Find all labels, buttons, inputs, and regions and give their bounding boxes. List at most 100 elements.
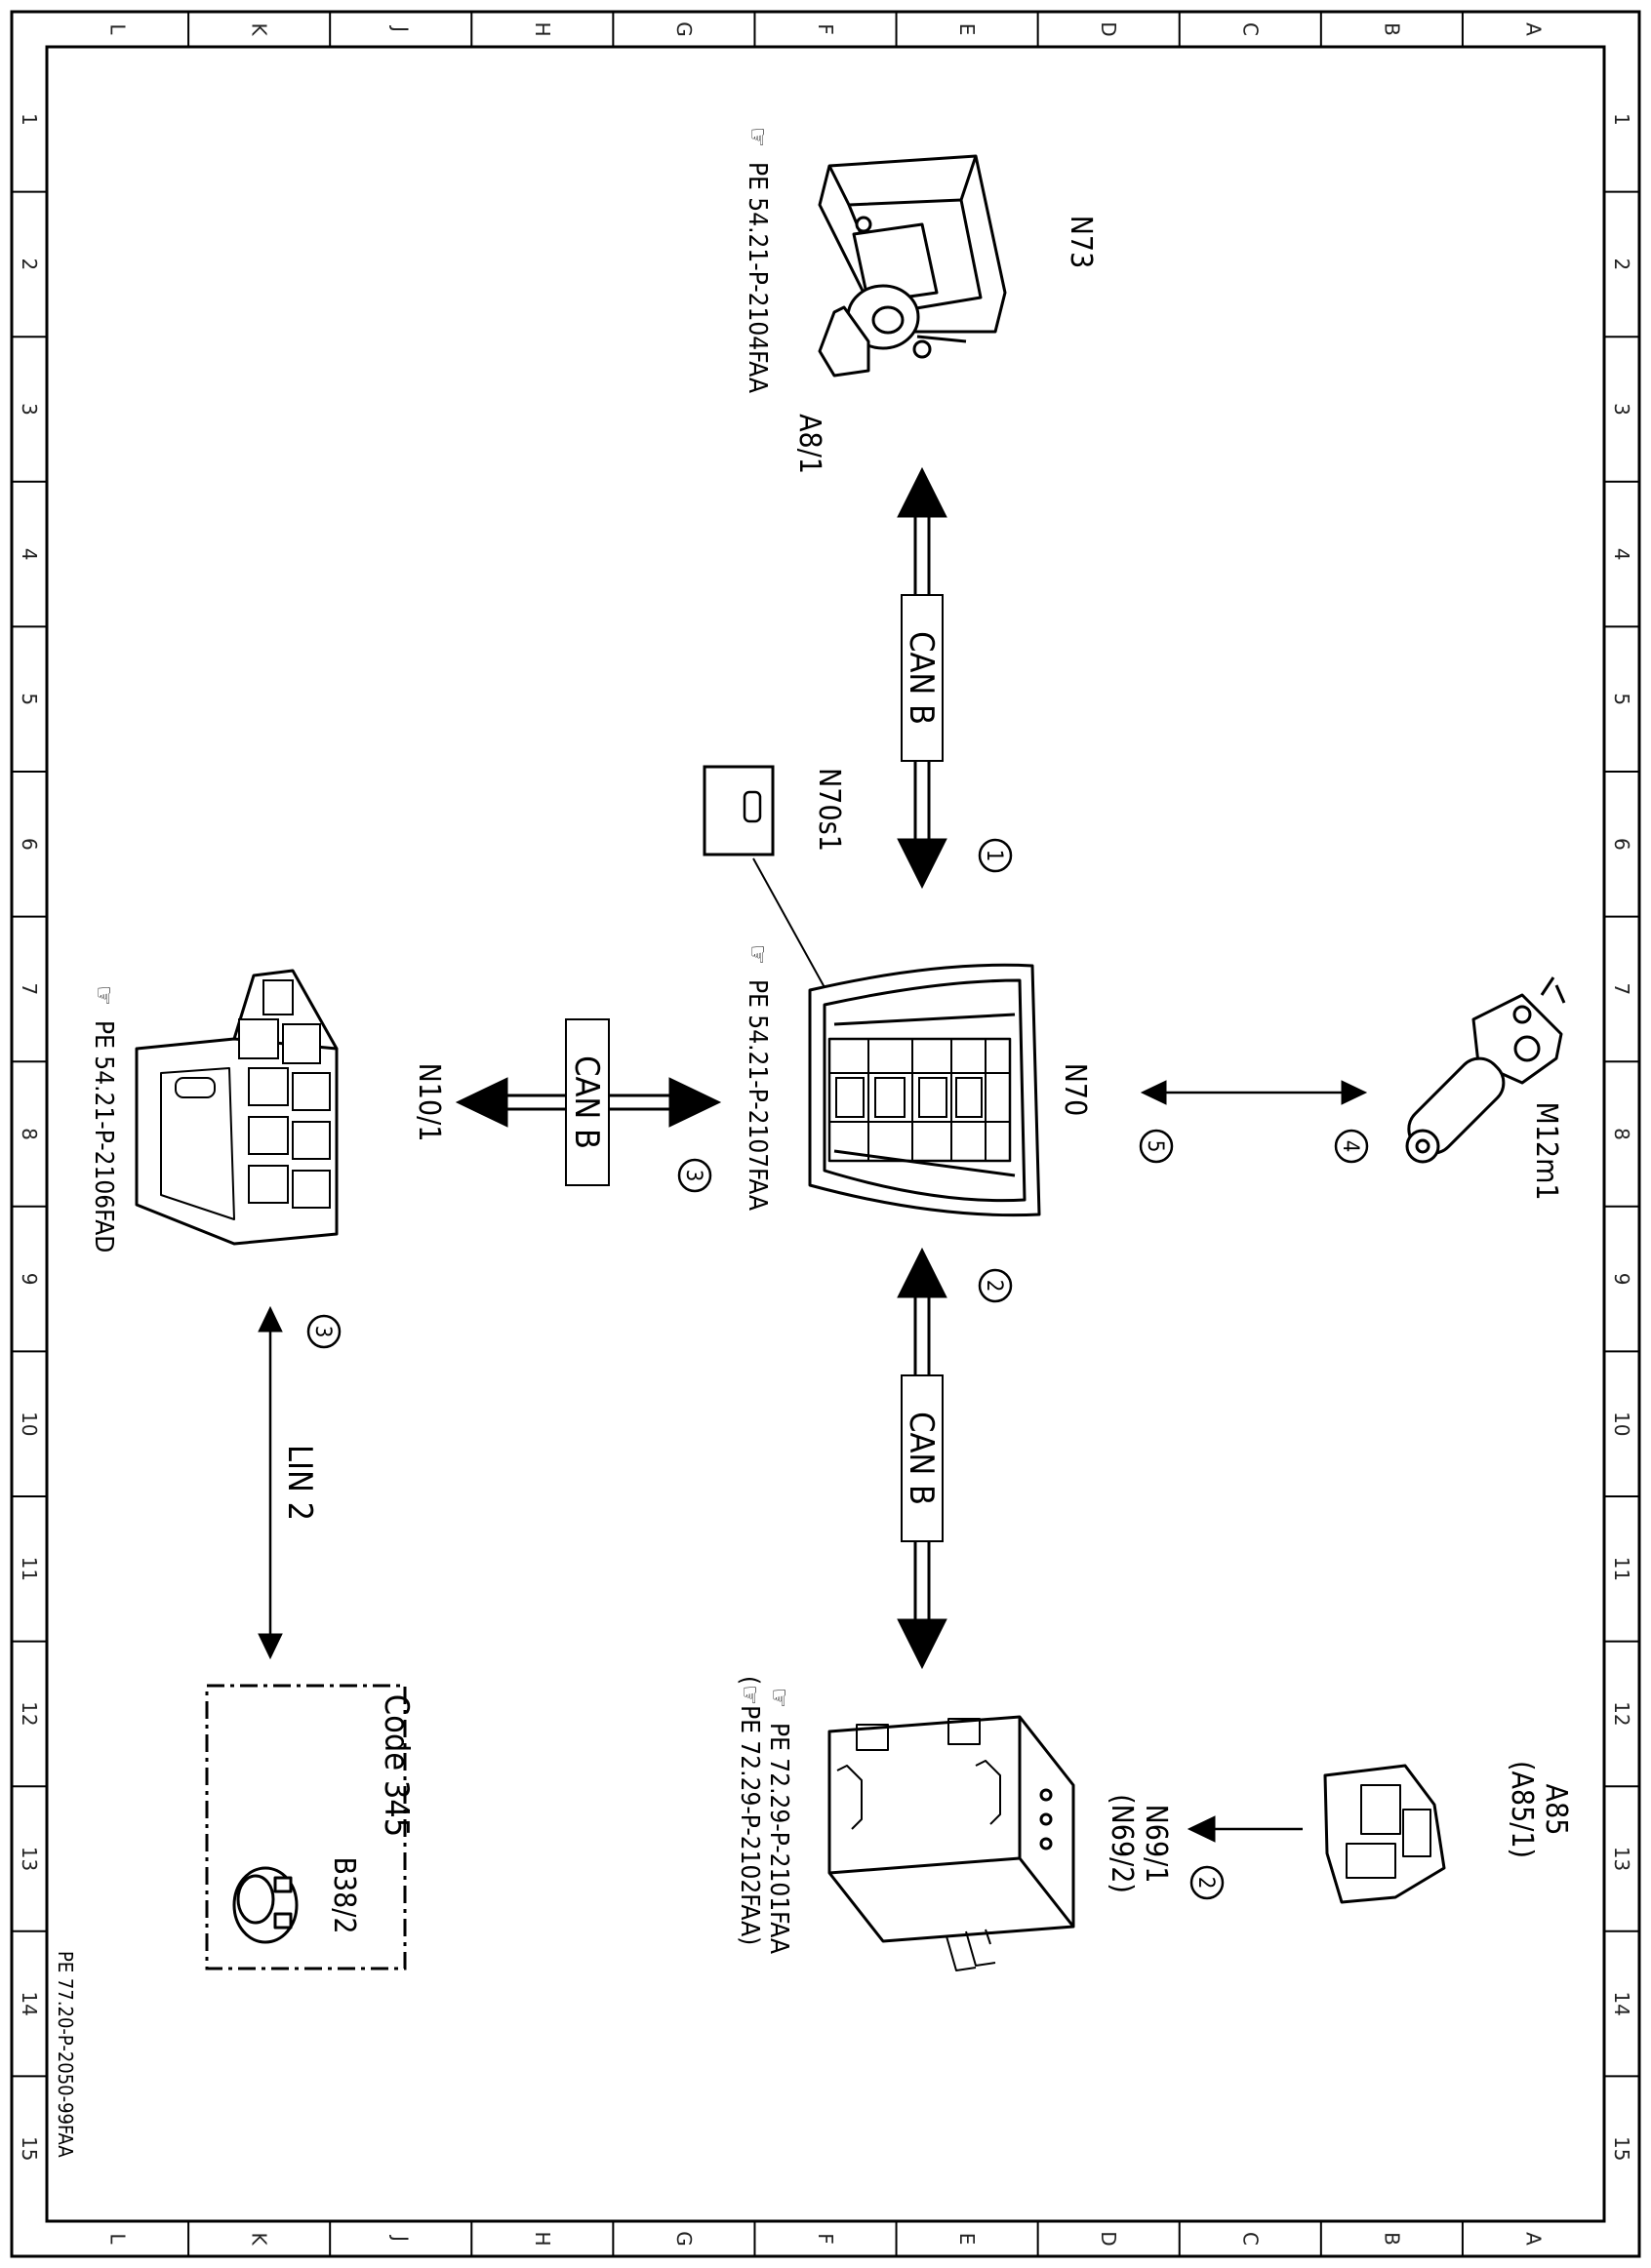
row-label-group: 5 — [18, 693, 41, 705]
n69-1-door-module — [827, 1715, 1075, 1971]
column-label: G — [672, 21, 696, 37]
column-label: K — [248, 2232, 271, 2246]
can-top-label-group: CAN B — [902, 631, 941, 725]
row-label: 6 — [18, 838, 41, 851]
n73-sublabel: A8/1 — [792, 414, 826, 474]
a85-link-marker-text: 2 — [1193, 1877, 1218, 1890]
can-bottom-marker-text-group: 2 — [982, 1280, 1006, 1293]
row-label: 8 — [1610, 1128, 1633, 1140]
row-label: 4 — [18, 548, 41, 561]
n73-label-group: N73 — [1064, 216, 1098, 269]
column-label-group: K — [248, 2232, 271, 2246]
can-bottom-label-group: CAN B — [902, 1412, 941, 1505]
can-left-marker-text: 3 — [681, 1170, 705, 1182]
column-label-group: L — [106, 2233, 130, 2245]
row-label-group: 12 — [18, 1701, 41, 1726]
row-label: 1 — [18, 113, 41, 126]
column-label: L — [106, 23, 130, 35]
row-label-group: 15 — [1610, 2136, 1633, 2161]
n70s1-label-group: N70s1 — [812, 768, 846, 852]
n73-label: N73 — [1064, 216, 1098, 269]
row-label-group: 8 — [18, 1128, 41, 1140]
column-label-group: B — [1380, 2232, 1403, 2246]
can-bottom-marker-text: 2 — [982, 1280, 1006, 1293]
m12-link-left-marker — [1139, 1129, 1174, 1164]
row-label: 7 — [18, 983, 41, 996]
can-left-marker-text-group: 3 — [681, 1170, 705, 1182]
can-left-label-group: CAN B — [567, 1055, 606, 1149]
n70-ref-group: ☞ PE 54.21-P-2107FAA — [743, 944, 772, 1211]
column-label-group: D — [1097, 2231, 1120, 2246]
column-label-group: A — [1521, 2232, 1545, 2246]
lin-label-group: LIN 2 — [280, 1445, 319, 1521]
column-label-group: J — [389, 2234, 413, 2242]
row-label-group: 6 — [1610, 838, 1633, 851]
column-label-group: H — [531, 2231, 554, 2246]
column-label-group: A — [1521, 22, 1545, 36]
column-label: C — [1238, 2232, 1262, 2246]
row-label-group: 15 — [18, 2136, 41, 2161]
column-label: F — [814, 2233, 837, 2245]
row-label-group: 3 — [18, 403, 41, 416]
row-label-group: 13 — [18, 1847, 41, 1871]
column-label: B — [1380, 2232, 1403, 2246]
m12-link-left-marker-text-group: 5 — [1143, 1140, 1167, 1153]
row-label: 6 — [1610, 838, 1633, 851]
n73-sublabel-group: A8/1 — [792, 414, 826, 474]
row-label: 7 — [1610, 983, 1633, 996]
row-label: 9 — [1610, 1273, 1633, 1286]
row-label-group: 12 — [1610, 1701, 1633, 1726]
m12m1-motor — [1405, 976, 1566, 1164]
n69-1-ref2: (☞PE 72.29-P-2102FAA) — [735, 1676, 764, 1945]
n69-1-ref2-group: (☞PE 72.29-P-2102FAA) — [735, 1676, 764, 1945]
can-bottom-label-box — [901, 1374, 944, 1542]
row-label: 14 — [18, 1991, 41, 2015]
a85-link-marker-text-group: 2 — [1193, 1877, 1218, 1890]
can-bottom-marker — [978, 1268, 1013, 1303]
column-label: K — [248, 22, 271, 36]
row-label-group: 1 — [18, 113, 41, 126]
column-label: F — [814, 23, 837, 35]
row-label: 3 — [1610, 403, 1633, 416]
column-label: G — [672, 2231, 696, 2247]
row-label-group: 14 — [18, 1991, 41, 2015]
n70-label-group: N70 — [1058, 1063, 1092, 1117]
row-label: 5 — [18, 693, 41, 705]
a85-label-group: A85 — [1539, 1784, 1573, 1836]
n70s1-label: N70s1 — [812, 768, 846, 852]
n10-1-relays — [238, 979, 331, 1209]
b38-2-label: B38/2 — [327, 1856, 361, 1933]
row-label-group: 4 — [1610, 548, 1633, 561]
document-number: PE 77.20-P-2050-99FAA — [54, 1951, 77, 2158]
column-label: H — [531, 21, 554, 36]
a85-link-marker — [1189, 1865, 1225, 1900]
column-label: B — [1380, 22, 1403, 36]
lin-arrow — [258, 1305, 283, 1660]
row-label: 12 — [1610, 1701, 1633, 1726]
a85-lock-actuator — [1323, 1764, 1446, 1904]
n73-ref-group: ☞ PE 54.21-P-2104FAA — [743, 127, 772, 393]
row-label: 8 — [18, 1128, 41, 1140]
row-label-group: 9 — [1610, 1273, 1633, 1286]
row-label: 11 — [1610, 1557, 1633, 1581]
column-label-group: E — [955, 23, 979, 36]
column-label: H — [531, 2231, 554, 2246]
row-label: 15 — [1610, 2136, 1633, 2161]
m12m1-label-group: M12m1 — [1529, 1101, 1563, 1200]
lin-label: LIN 2 — [280, 1445, 319, 1521]
can-top-label-box — [901, 594, 944, 762]
column-label: D — [1097, 2231, 1120, 2246]
row-label-group: 5 — [1610, 693, 1633, 705]
m12m1-label: M12m1 — [1529, 1101, 1563, 1200]
row-label-group: 10 — [1610, 1412, 1633, 1436]
n70-control-buttons — [829, 1039, 1010, 1161]
row-label-group: 7 — [1610, 983, 1633, 996]
row-label-group: 6 — [18, 838, 41, 851]
row-label-group: 9 — [18, 1273, 41, 1286]
row-label-group: 3 — [1610, 403, 1633, 416]
n70s1-switch — [703, 765, 775, 856]
column-label-group: L — [106, 23, 130, 35]
column-label: J — [389, 24, 413, 32]
